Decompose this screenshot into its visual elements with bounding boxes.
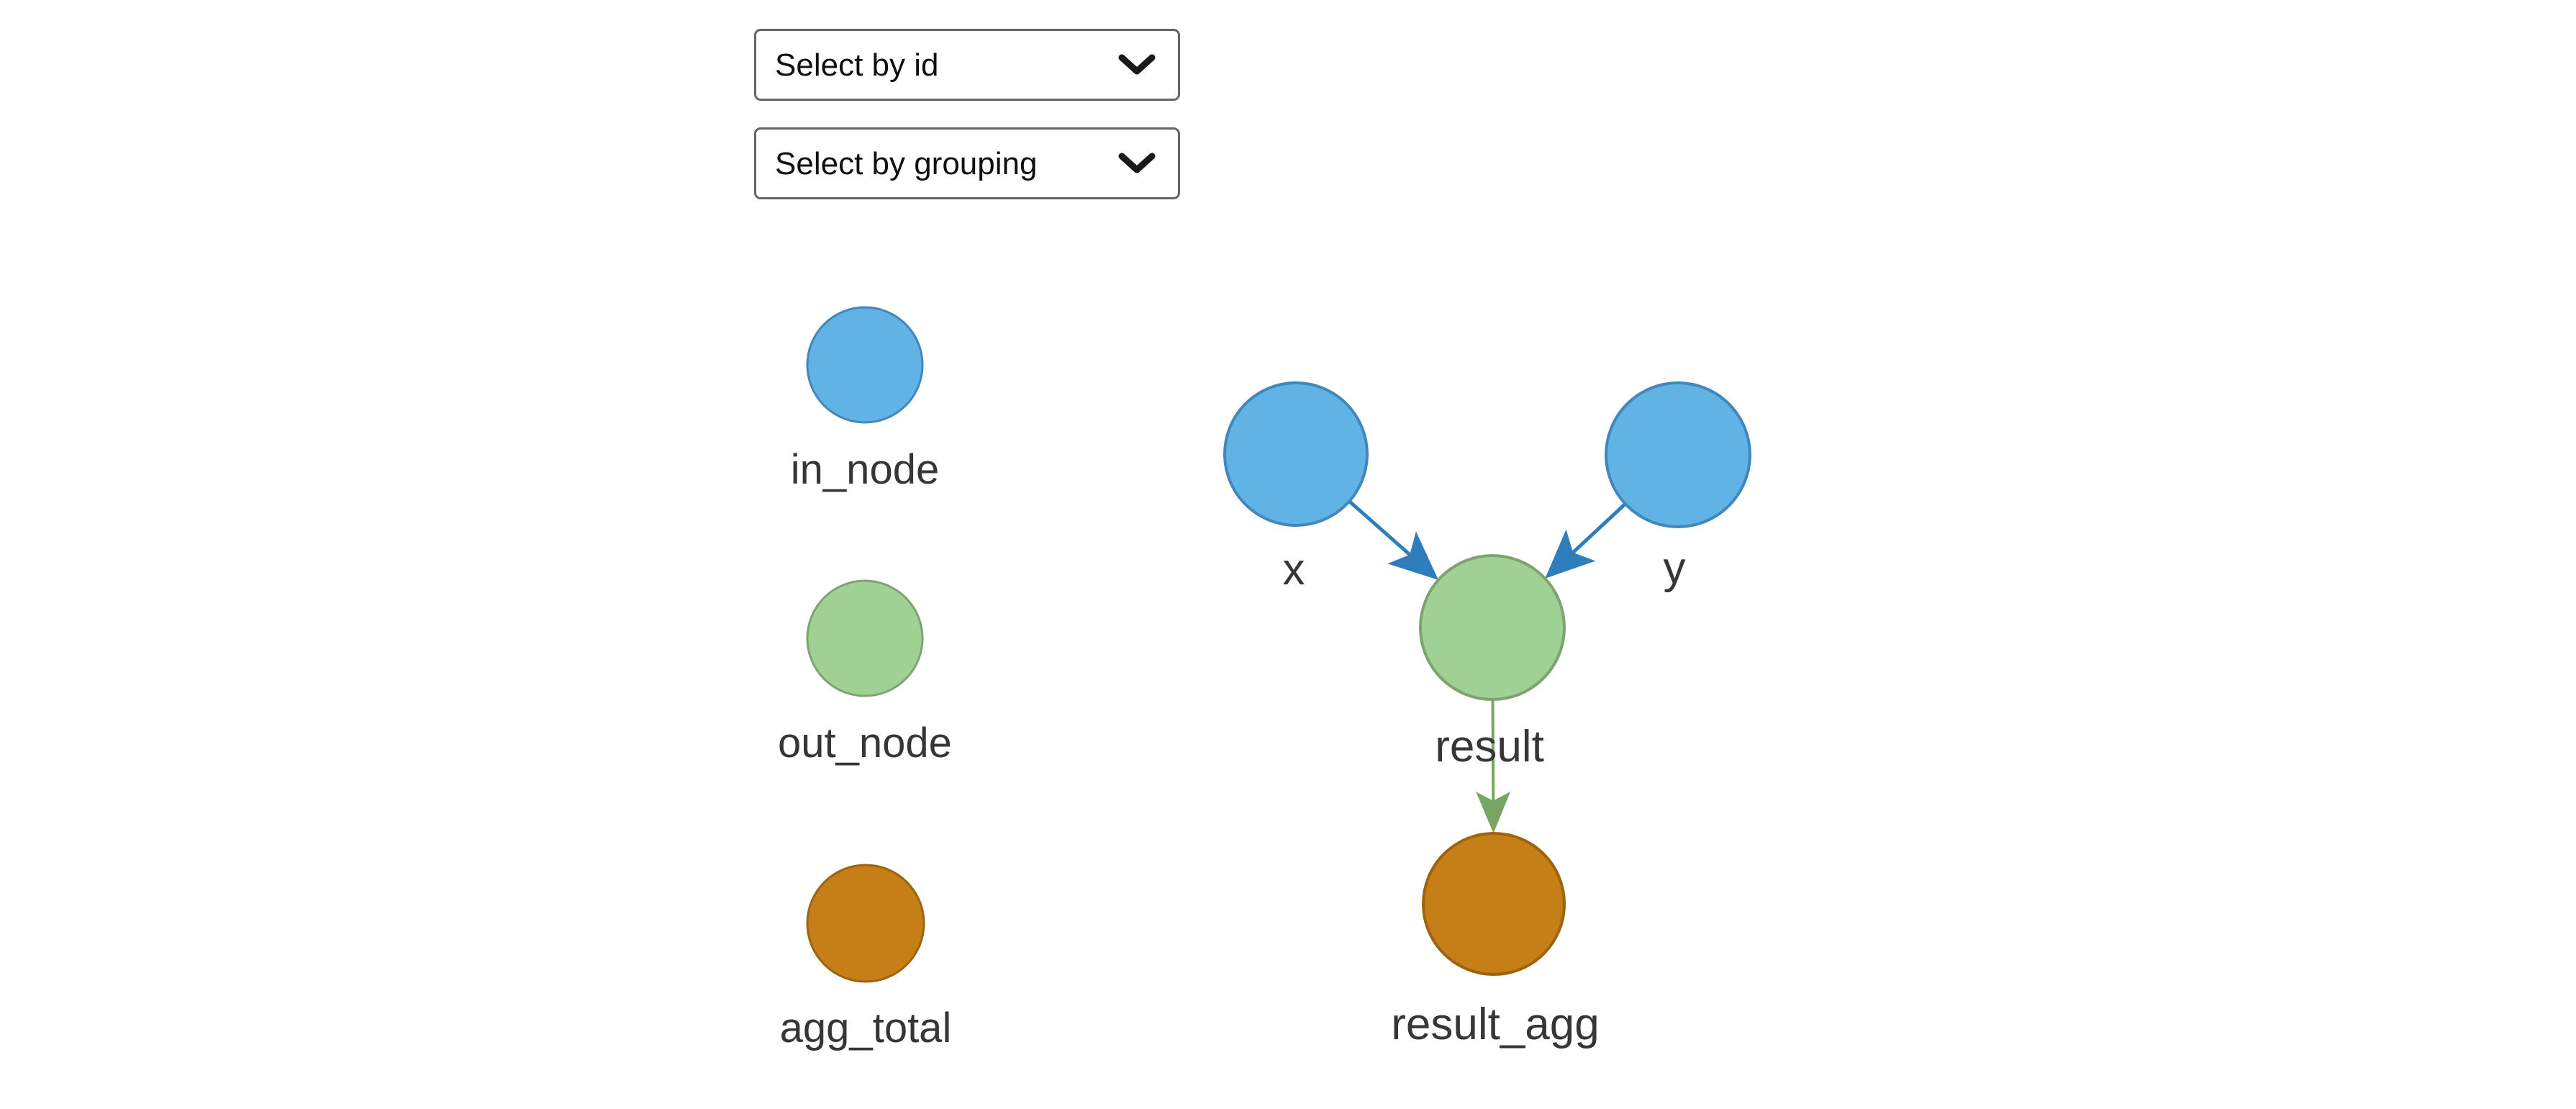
legend-label-out_node: out_node <box>778 720 952 766</box>
graph-node-label-x: x <box>1283 545 1305 594</box>
graph-node-label-result_agg: result_agg <box>1391 1000 1600 1049</box>
edge-result-to-result_agg <box>1491 699 1495 801</box>
graph-node-result_agg[interactable] <box>1422 832 1566 976</box>
graph-node-label-result: result <box>1435 722 1544 771</box>
graph-node-x[interactable] <box>1223 381 1369 527</box>
select-by-id-dropdown[interactable]: Select by id <box>754 29 1180 101</box>
graph-node-y[interactable] <box>1605 381 1751 528</box>
legend-node-agg_total <box>806 864 925 983</box>
edge-x-to-result <box>1348 499 1411 556</box>
select-by-grouping-dropdown[interactable]: Select by grouping <box>754 127 1180 199</box>
graph-node-result[interactable] <box>1419 554 1566 701</box>
graph-node-label-y: y <box>1664 543 1686 593</box>
legend-label-in_node: in_node <box>791 446 939 493</box>
legend-node-out_node <box>806 579 924 697</box>
arrowhead-x-to-result <box>1387 531 1439 580</box>
edge-y-to-result <box>1572 502 1627 554</box>
legend-node-in_node <box>806 306 924 424</box>
select-by-grouping-dropdown-wrap: Select by grouping <box>754 127 1180 199</box>
arrowhead-result-to-result_agg <box>1476 791 1511 834</box>
select-by-id-dropdown-wrap: Select by id <box>754 29 1180 101</box>
arrowhead-y-to-result <box>1545 529 1596 579</box>
legend-label-agg_total: agg_total <box>780 1005 952 1051</box>
